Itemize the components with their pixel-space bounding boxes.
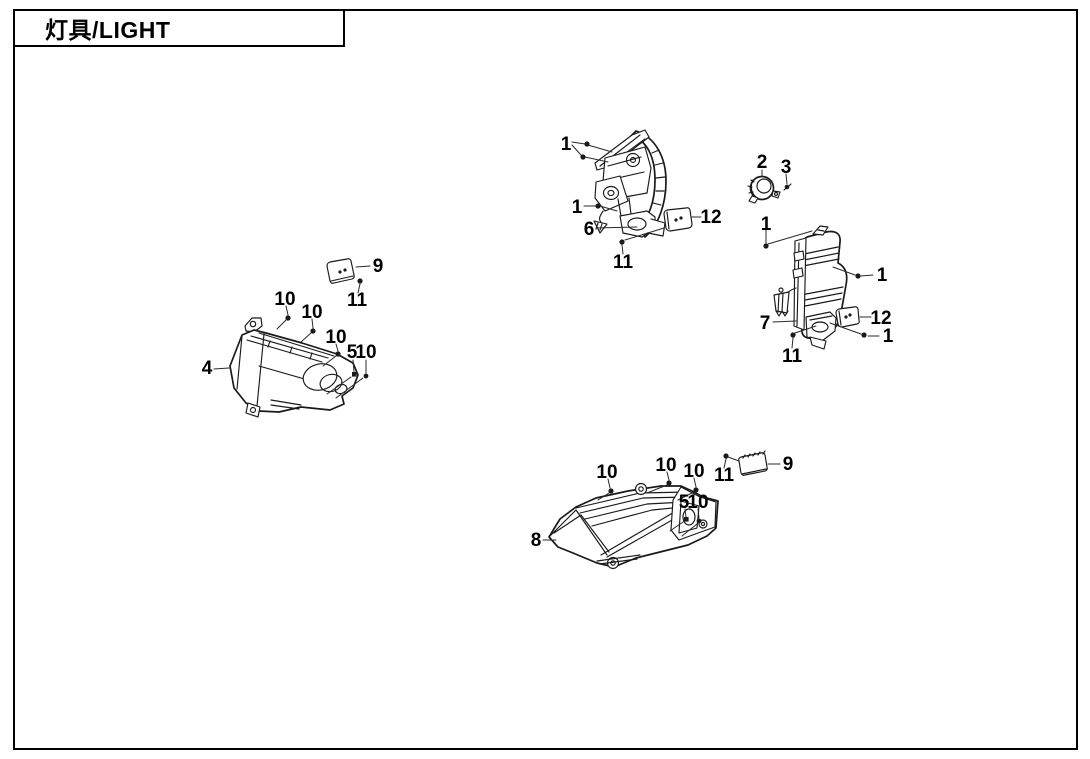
callout-part-11: 11 <box>714 465 735 486</box>
callout-part-5: 5 <box>347 342 358 363</box>
callout-part-10: 10 <box>655 455 676 476</box>
leaders-top-assembly <box>571 141 702 255</box>
callout-part-6: 6 <box>584 219 595 240</box>
callout-part-5: 5 <box>679 492 690 513</box>
callout-labels: 1 1 6 11 12 2 3 1 1 7 12 1 11 9 11 10 10… <box>202 134 894 551</box>
callout-part-3: 3 <box>781 157 792 178</box>
callout-part-8: 8 <box>531 530 542 551</box>
page-title: 灯具/LIGHT <box>45 17 171 43</box>
callout-part-9: 9 <box>783 454 794 475</box>
reflector-plate-9-left-drawing <box>326 258 355 284</box>
screw-3-drawing <box>783 183 792 191</box>
leaders-left-assembly <box>213 265 371 399</box>
leaders-right-assembly <box>761 169 880 349</box>
callout-part-12: 12 <box>700 207 721 228</box>
callout-part-10: 10 <box>596 462 617 483</box>
callout-part-10: 10 <box>687 492 708 513</box>
callout-part-10: 10 <box>301 302 322 323</box>
callout-part-1: 1 <box>561 134 572 155</box>
title-box: 灯具/LIGHT <box>13 9 345 47</box>
tail-lamp-right-drawing <box>773 225 848 350</box>
reflector-plate-12-right-drawing <box>835 306 860 328</box>
reflector-plate-12-top-drawing <box>663 207 693 232</box>
callout-part-1: 1 <box>761 214 772 235</box>
callout-part-7: 7 <box>760 313 771 334</box>
leaders-bottom-assembly <box>542 453 781 541</box>
callout-part-11: 11 <box>782 346 803 367</box>
headlight-left-drawing <box>229 317 359 418</box>
callout-part-10: 10 <box>325 327 346 348</box>
callout-part-10: 10 <box>355 342 376 363</box>
horn-drawing <box>747 175 781 204</box>
callout-part-12: 12 <box>870 308 891 329</box>
callout-part-11: 11 <box>613 252 634 273</box>
headlight-right-drawing <box>548 482 719 570</box>
callout-part-10: 10 <box>274 289 295 310</box>
callout-part-11: 11 <box>347 290 368 311</box>
callout-part-1: 1 <box>572 197 583 218</box>
callout-part-1: 1 <box>877 265 888 286</box>
reflector-plate-9-right-drawing <box>738 450 768 476</box>
callout-part-9: 9 <box>373 256 384 277</box>
tail-lamp-left-drawing <box>593 129 667 238</box>
callout-part-10: 10 <box>683 461 704 482</box>
callout-part-1: 1 <box>883 326 894 347</box>
page-border <box>13 9 1078 750</box>
callout-part-2: 2 <box>757 152 768 173</box>
callout-part-4: 4 <box>202 358 213 379</box>
